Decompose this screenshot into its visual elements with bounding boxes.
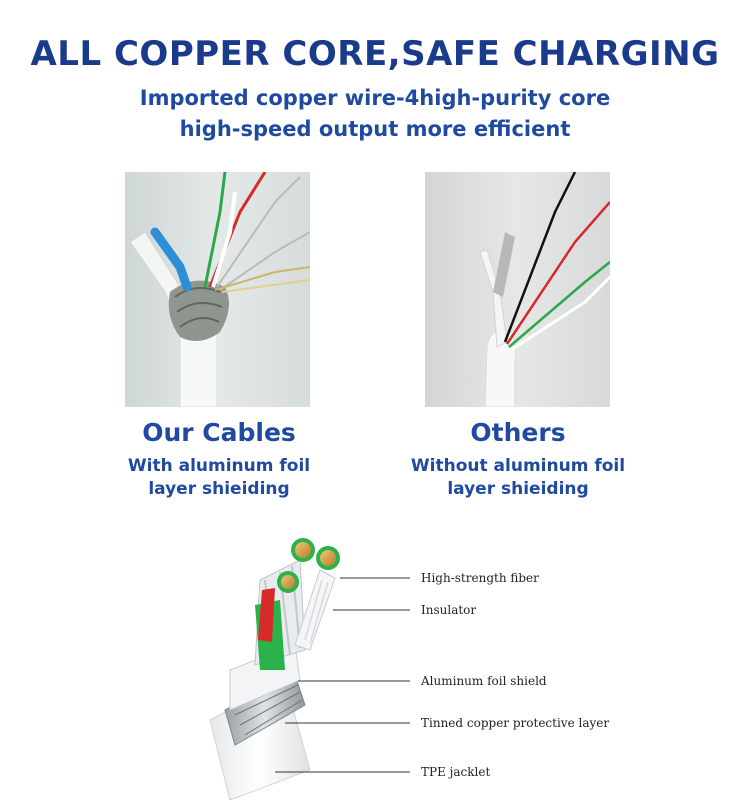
label-insulator: Insulator — [421, 603, 477, 617]
label-tpe-jacket: TPE jacklet — [421, 765, 491, 779]
label-high-strength-fiber: High-strength fiber — [421, 571, 539, 585]
our-cables-desc: With aluminum foil layer shieiding — [69, 455, 369, 501]
label-aluminum-foil-shield: Aluminum foil shield — [421, 674, 547, 688]
others-title: Others — [470, 418, 566, 447]
others-desc: Without aluminum foil layer shieiding — [368, 455, 668, 501]
others-desc-line-1: Without aluminum foil — [410, 456, 626, 476]
our-cables-desc-line-2: layer shieiding — [148, 479, 290, 499]
label-tinned-copper-layer: Tinned copper protective layer — [421, 716, 610, 730]
cable-structure-diagram — [209, 538, 410, 800]
page-title: ALL COPPER CORE,SAFE CHARGING — [30, 34, 720, 74]
others-desc-line-2: layer shieiding — [447, 479, 589, 499]
subtitle-line-2: high-speed output more efficient — [179, 117, 571, 141]
subtitle-line-1: Imported copper wire-4high-purity core — [139, 86, 611, 110]
our-cables-title: Our Cables — [142, 418, 296, 447]
our-cable-photo — [125, 172, 310, 407]
other-cable-photo — [425, 172, 610, 407]
our-cables-desc-line-1: With aluminum foil — [127, 456, 311, 476]
